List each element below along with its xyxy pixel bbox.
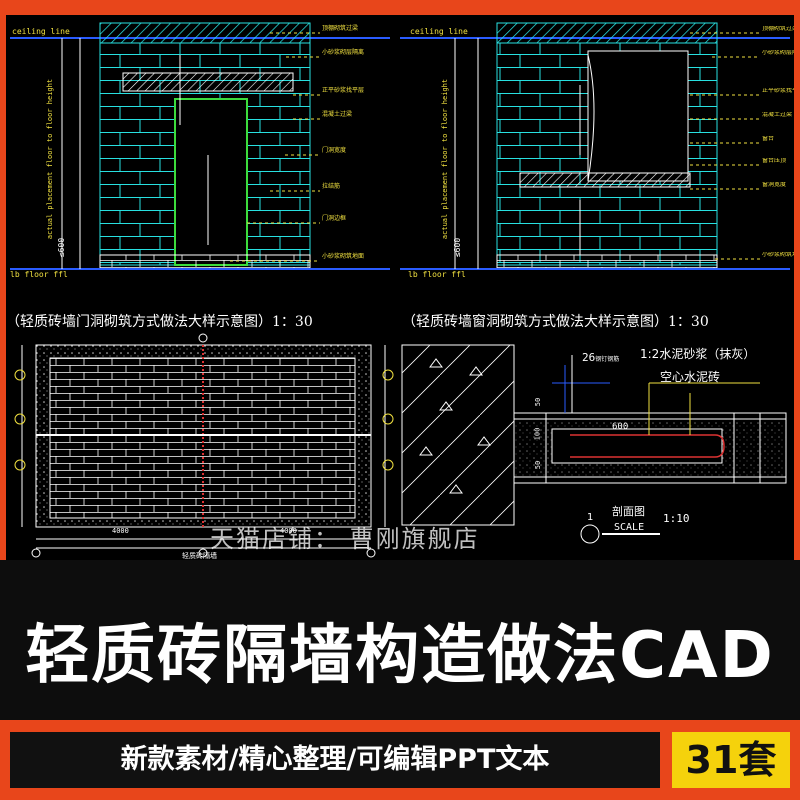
door-note: 顶棚砌筑过梁	[322, 25, 359, 32]
rebar-dim-value: 26	[582, 351, 596, 364]
scale-value: 1:10	[663, 512, 690, 525]
scale-word: SCALE	[614, 522, 645, 533]
window-note: 窗洞宽度	[762, 182, 787, 188]
page-title: 轻质砖隔墙构造做法CAD	[25, 619, 775, 693]
door-dim-label: ≤600	[57, 237, 67, 258]
window-ceiling-label: ceiling line	[410, 27, 468, 36]
window-note: 混凝土过梁	[762, 112, 793, 118]
window-floor-label: lb floor ffl	[408, 270, 466, 279]
window-note: 小砂浆砌层隔离	[762, 50, 796, 56]
mortar-label: 1:2水泥砂浆（抹灰）	[640, 347, 756, 361]
door-ceiling-label: ceiling line	[12, 27, 70, 36]
wall-elevation-drawing	[14, 333, 394, 558]
right-accent-strip	[794, 15, 800, 560]
section-no: 1	[587, 512, 594, 523]
rebar-dim: 26钢钉钢筋	[582, 351, 619, 364]
door-note: 混凝土过梁	[322, 111, 353, 118]
door-drawing-caption: （轻质砖墙门洞砌筑方式做法大样示意图）1：30	[6, 314, 313, 330]
top-accent-strip	[0, 0, 800, 15]
tagline: 新款素材/精心整理/可编辑PPT文本	[10, 732, 660, 788]
window-height-label: actual placement floor to floor height	[441, 78, 450, 240]
count-badge: 31套	[672, 732, 790, 788]
cad-drawings-panel: ceiling line lb floor ffl ≤600 actual pl…	[0, 15, 800, 560]
cad-drawings-svg	[10, 22, 790, 558]
door-note: 正平砂浆找平层	[322, 87, 365, 94]
vertical-dim-mid: 100	[533, 427, 542, 441]
vertical-dim-bottom: 50	[534, 460, 543, 470]
window-note: 正平砂浆找平层	[762, 88, 796, 94]
window-note: 窗台	[762, 136, 775, 142]
window-note: 窗台压顶	[762, 158, 787, 164]
store-watermark: 天猫店铺： 曹刚旗舰店	[210, 525, 480, 553]
door-height-label: actual placement floor to floor height	[46, 78, 55, 240]
length-dim: 600	[612, 422, 629, 432]
door-note: 小砂浆砌筑地面	[322, 253, 365, 260]
window-opening-drawing	[400, 22, 790, 270]
door-opening-drawing	[10, 22, 390, 270]
title-band	[0, 560, 800, 720]
window-dim-label: ≤600	[453, 237, 463, 258]
elevation-dim-right: 4000	[280, 527, 297, 535]
section-detail-drawing	[401, 344, 787, 544]
door-note: 门洞边框	[322, 215, 347, 222]
vertical-dim-top: 50	[534, 397, 543, 407]
door-floor-label: lb floor ffl	[10, 270, 68, 279]
window-note: 小砂浆砌筑地面	[762, 252, 796, 258]
window-drawing-caption: （轻质砖墙窗洞砌筑方式做法大样示意图）1：30	[402, 314, 709, 330]
left-accent-strip	[0, 15, 6, 560]
brick-label: 空心水泥砖	[660, 370, 721, 384]
window-note: 顶棚砌筑过梁	[762, 26, 796, 32]
door-note: 拉结筋	[322, 183, 341, 190]
rebar-dim-unit: 钢钉钢筋	[595, 356, 620, 363]
section-title: 剖面图	[612, 505, 645, 518]
door-note: 门洞宽度	[322, 147, 347, 154]
elevation-bottom-label: 轻质砖隔墙	[182, 552, 217, 560]
door-note: 小砂浆砌层隔离	[322, 49, 365, 56]
elevation-dim-left: 4000	[112, 527, 129, 535]
